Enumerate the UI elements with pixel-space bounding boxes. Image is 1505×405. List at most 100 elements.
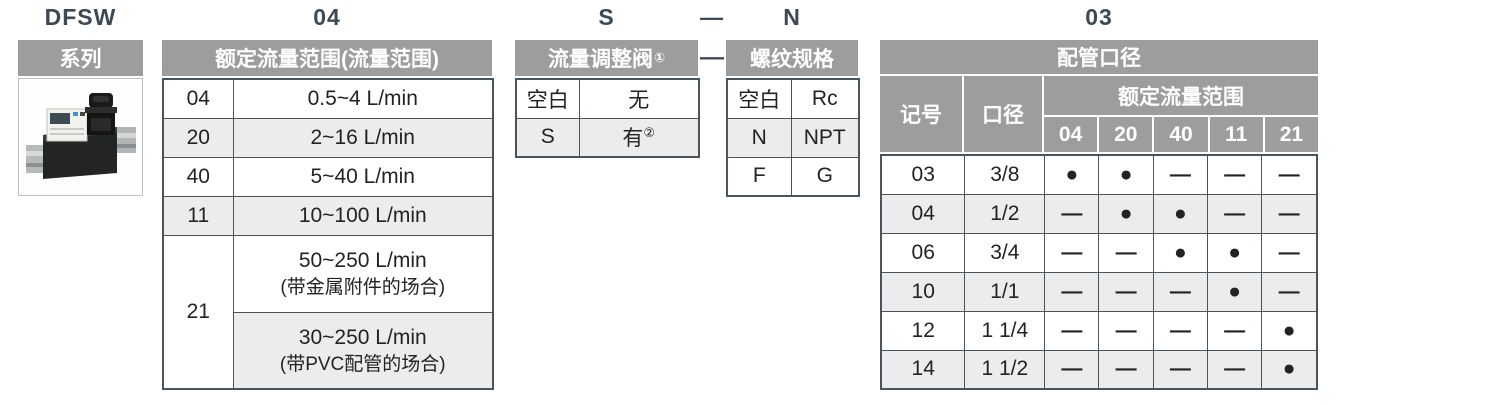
availability-mark: ● <box>1098 193 1154 234</box>
availability-mark: — <box>1152 349 1208 390</box>
symbol-cell: 12 <box>880 310 966 351</box>
thread-table: 空白 Rc N NPT F G <box>726 78 860 197</box>
size-cell: 3/4 <box>964 232 1046 273</box>
symbol-cell: 14 <box>880 349 966 390</box>
code-cell: 20 <box>162 117 234 158</box>
value-cell: 0.5~4 L/min <box>232 78 494 119</box>
availability-mark: — <box>1206 310 1263 351</box>
size-cell: 1 1/2 <box>964 349 1046 390</box>
col-header-flow-04: 04 <box>1044 117 1098 152</box>
col-header-flow-11: 11 <box>1209 117 1263 152</box>
value-cell: 30~250 L/min (带PVC配管的场合) <box>232 311 494 390</box>
symbol-cell: 06 <box>880 232 966 273</box>
availability-mark: — <box>1206 154 1263 195</box>
col-header-flow-21: 21 <box>1264 117 1318 152</box>
symbol-cell: 10 <box>880 271 966 312</box>
code-cell: N <box>726 117 792 158</box>
code-cell: 11 <box>162 195 234 236</box>
availability-mark: ● <box>1261 349 1318 390</box>
table-row: 14 1 1/2 — — — — ● <box>880 349 1318 390</box>
availability-mark: — <box>1098 310 1154 351</box>
col-header-size: 口径 <box>964 76 1042 152</box>
table-row: 空白 无 <box>515 78 700 119</box>
availability-mark: ● <box>1261 310 1318 351</box>
availability-mark: — <box>1098 232 1154 273</box>
code-cell: F <box>726 156 792 197</box>
flow-range-value: 50~250 L/min <box>298 249 427 273</box>
size-cell: 3/8 <box>964 154 1046 195</box>
series-header: 系列 <box>18 40 143 76</box>
footnote-2-mark: ② <box>643 125 656 141</box>
size-cell: 1 1/4 <box>964 310 1046 351</box>
availability-mark: — <box>1044 193 1100 234</box>
table-row: 03 3/8 ● ● — — — <box>880 154 1318 195</box>
port-size-table: 03 3/8 ● ● — — — 04 1/2 — ● ● — — 06 3/4… <box>880 154 1318 390</box>
port-table-header: 记号 口径 额定流量范围 04 20 40 11 21 <box>880 76 1318 152</box>
table-row: 06 3/4 — — ● ● — <box>880 232 1318 273</box>
availability-mark: — <box>1206 349 1263 390</box>
flow-range-table: 04 0.5~4 L/min 20 2~16 L/min 40 5~40 L/m… <box>162 78 494 390</box>
size-cell: 1/1 <box>964 271 1046 312</box>
flow-range-note: (带PVC配管的场合) <box>279 353 446 375</box>
availability-mark: — <box>1152 310 1208 351</box>
availability-mark: ● <box>1152 232 1208 273</box>
value-cell: 2~16 L/min <box>232 117 494 158</box>
availability-mark: — <box>1261 232 1318 273</box>
product-image <box>25 93 136 179</box>
availability-mark: — <box>1044 310 1100 351</box>
symbol-cell: 03 <box>880 154 966 195</box>
valve-table: 空白 无 S 有② <box>515 78 700 158</box>
code-cell: 空白 <box>726 78 792 119</box>
port-table-title: 配管口径 <box>880 40 1318 74</box>
model-code-separator: — <box>700 3 724 30</box>
flow-range-header: 额定流量范围(流量范围) <box>162 40 492 76</box>
availability-mark: — <box>1261 154 1318 195</box>
valve-value: 有 <box>622 127 644 151</box>
code-cell: 40 <box>162 156 234 197</box>
value-cell: NPT <box>790 117 860 158</box>
model-code-thread: N <box>783 3 801 30</box>
flow-range-value: 30~250 L/min <box>298 325 427 349</box>
product-photo-frame <box>18 78 143 196</box>
availability-mark: — <box>1044 349 1100 390</box>
table-row: N NPT <box>726 117 860 158</box>
code-cell: 04 <box>162 78 234 119</box>
model-code-series: DFSW <box>44 3 117 30</box>
availability-mark: — <box>1044 232 1100 273</box>
model-code-flow: 04 <box>313 3 341 30</box>
model-code-valve: S <box>598 3 615 30</box>
value-cell: Rc <box>790 78 860 119</box>
table-row: 40 5~40 L/min <box>162 156 494 197</box>
code-cell: 空白 <box>515 78 580 119</box>
availability-mark: — <box>1206 193 1263 234</box>
table-row: 11 10~100 L/min <box>162 195 494 236</box>
flow-range-note: (带金属附件的场合) <box>280 276 446 298</box>
table-row: 空白 Rc <box>726 78 860 119</box>
value-cell: 有② <box>578 117 700 158</box>
col-header-flow-40: 40 <box>1154 117 1208 152</box>
value-cell: 50~250 L/min (带金属附件的场合) <box>232 234 494 313</box>
value-cell: 无 <box>578 78 700 119</box>
thread-block: 螺纹规格 空白 Rc N NPT F G <box>726 40 860 197</box>
table-row: 04 0.5~4 L/min <box>162 78 494 119</box>
valve-header-label: 流量调整阀 <box>547 48 653 71</box>
availability-mark: ● <box>1044 154 1100 195</box>
value-cell: 5~40 L/min <box>232 156 494 197</box>
table-row: 10 1/1 — — — ● — <box>880 271 1318 312</box>
table-row: 20 2~16 L/min <box>162 117 494 158</box>
col-header-symbol: 记号 <box>880 76 962 152</box>
availability-mark: — <box>1098 349 1154 390</box>
table-row: 12 1 1/4 — — — — ● <box>880 310 1318 351</box>
col-header-flow-20: 20 <box>1099 117 1153 152</box>
size-cell: 1/2 <box>964 193 1046 234</box>
value-cell: 10~100 L/min <box>232 195 494 236</box>
symbol-cell: 04 <box>880 193 966 234</box>
availability-mark: ● <box>1206 271 1263 312</box>
value-cell: G <box>790 156 860 197</box>
code-cell: S <box>515 117 580 158</box>
model-code-port: 03 <box>1085 3 1113 30</box>
availability-mark: ● <box>1206 232 1263 273</box>
